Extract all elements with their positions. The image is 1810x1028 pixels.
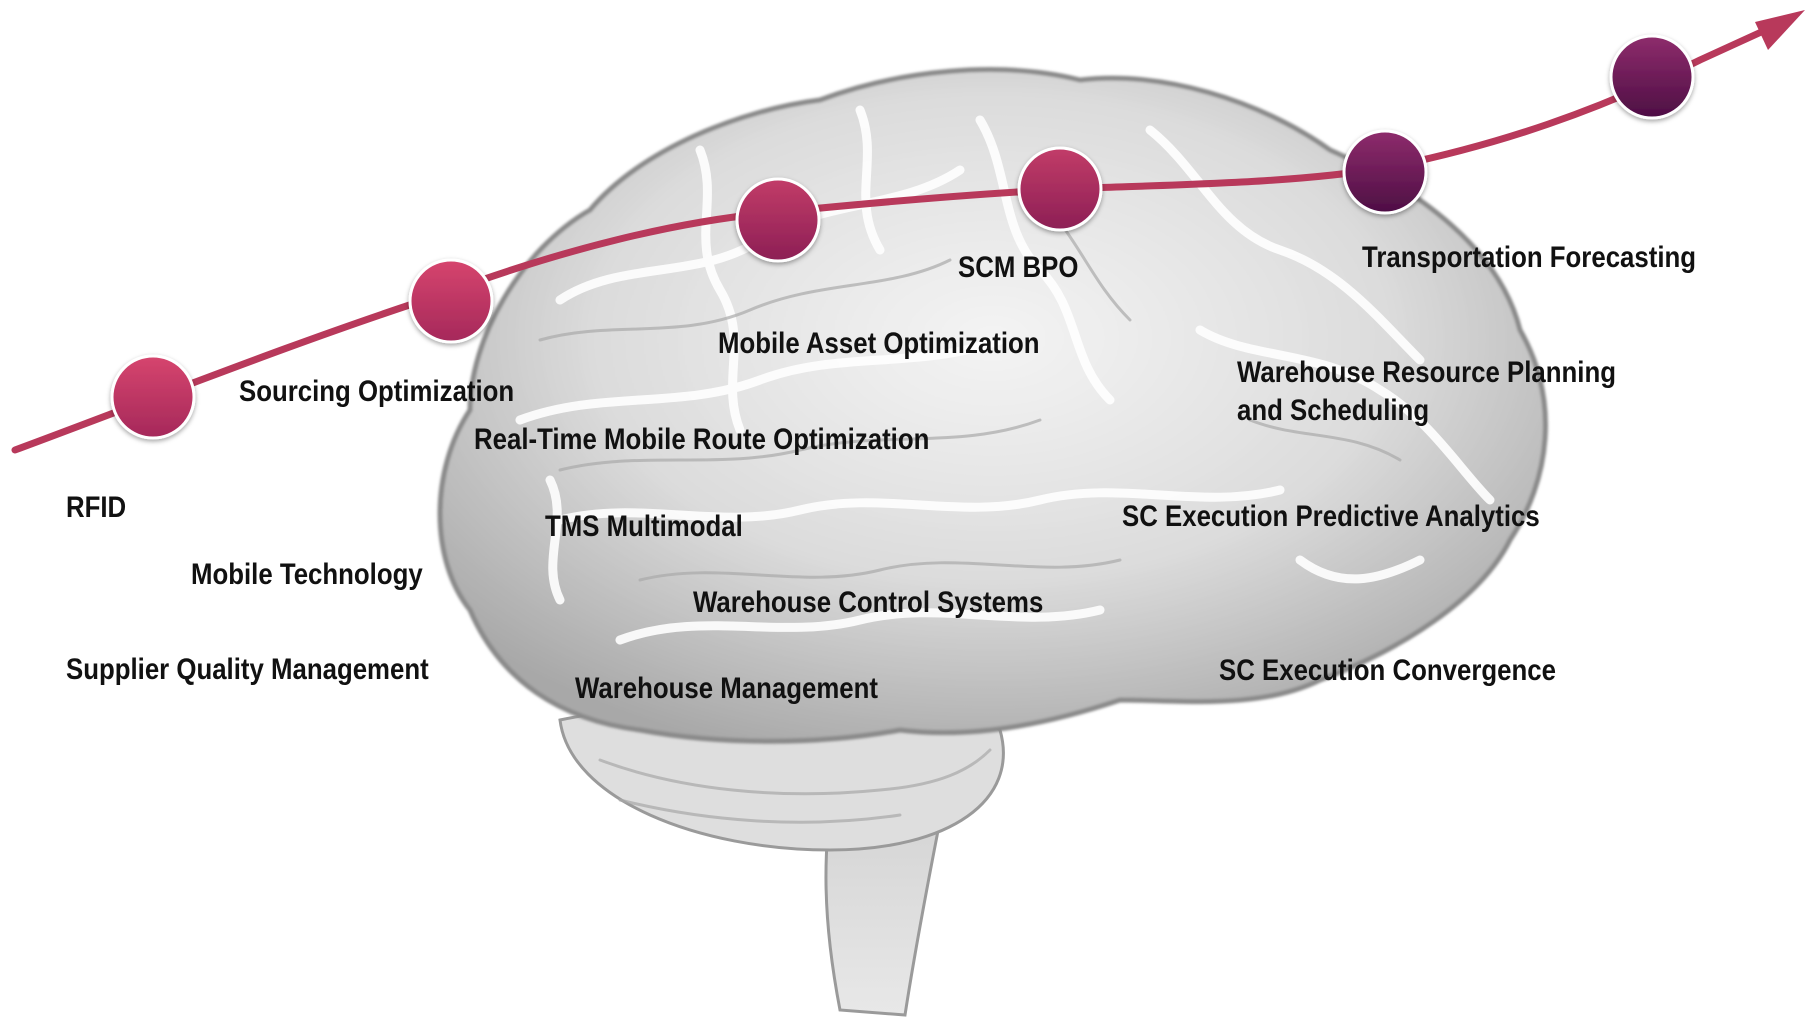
label-warehouse-management: Warehouse Management [575,672,878,705]
arrow-line [11,24,1774,454]
label-mobile-asset-optimization: Mobile Asset Optimization [718,327,1040,360]
brain-folds [515,105,1495,645]
milestone-marker-4 [1017,146,1103,232]
arrow-head [1755,10,1805,50]
label-warehouse-resource-planning: Warehouse Resource Planning and Scheduli… [1237,356,1616,427]
label-sc-execution-predictive-analytics: SC Execution Predictive Analytics [1122,500,1540,533]
label-warehouse-control-systems: Warehouse Control Systems [693,586,1044,619]
progress-arrow [11,10,1805,454]
label-real-time-mobile-route-optimization: Real-Time Mobile Route Optimization [474,423,930,456]
label-transportation-forecasting: Transportation Forecasting [1362,241,1697,274]
milestone-marker-2 [408,258,494,344]
label-scm-bpo: SCM BPO [958,251,1079,284]
milestone-marker-1 [110,354,196,440]
label-supplier-quality-management: Supplier Quality Management [66,653,429,686]
milestone-marker-5 [1342,129,1428,215]
label-mobile-technology: Mobile Technology [191,558,423,591]
brain-illustration [437,67,1548,1017]
circle-markers [110,34,1695,440]
milestone-marker-6 [1609,34,1695,120]
label-sc-execution-convergence: SC Execution Convergence [1219,654,1556,687]
milestone-marker-3 [735,177,821,263]
label-rfid: RFID [66,491,127,524]
label-tms-multimodal: TMS Multimodal [545,510,743,543]
label-sourcing-optimization: Sourcing Optimization [239,375,515,408]
